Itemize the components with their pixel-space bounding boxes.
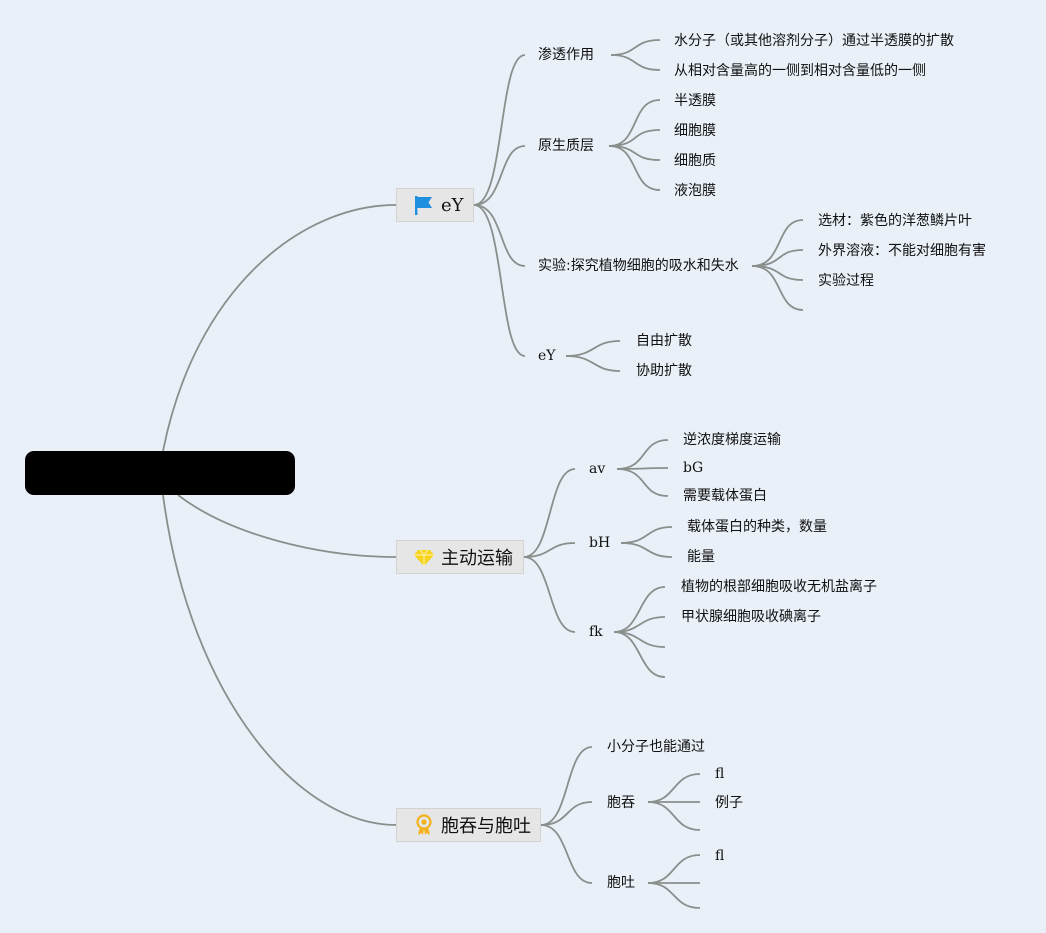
- connector-line: [751, 265, 804, 281]
- connector-line: [751, 249, 804, 267]
- node-exo-item-1[interactable]: fl: [715, 848, 725, 864]
- node-osmosis-item-1[interactable]: 水分子（或其他溶剂分子）通过半透膜的扩散: [674, 33, 954, 49]
- connector-line: [473, 145, 526, 206]
- connector-line: [608, 129, 661, 147]
- node-experiment[interactable]: 实验:探究植物细胞的吸水和失水: [538, 258, 739, 274]
- root-topic[interactable]: [25, 451, 295, 495]
- connector-line: [616, 468, 669, 497]
- node-osmosis[interactable]: 渗透作用: [538, 47, 594, 63]
- node-fk-item-1[interactable]: 植物的根部细胞吸收无机盐离子: [681, 579, 877, 595]
- connector-line: [610, 39, 661, 56]
- medal-icon: [413, 814, 435, 836]
- connector-line: [540, 746, 593, 826]
- connector-line: [608, 145, 661, 161]
- connector-line: [610, 54, 661, 71]
- node-endocytosis[interactable]: 胞吞: [607, 795, 635, 811]
- node-protoplast[interactable]: 原生质层: [538, 138, 594, 154]
- node-passive[interactable]: eY: [538, 348, 556, 364]
- connector-root-t3: [162, 494, 397, 826]
- connector-line: [523, 556, 576, 633]
- connector-line: [647, 882, 701, 909]
- connector-line: [473, 54, 526, 206]
- topic-ey[interactable]: eY: [396, 188, 474, 222]
- node-endo-item-2[interactable]: 例子: [715, 795, 743, 811]
- node-bh[interactable]: bH: [589, 535, 611, 551]
- topic-active-transport[interactable]: 主动运输: [396, 540, 524, 574]
- connector-line: [647, 801, 701, 831]
- node-av-item-3[interactable]: 需要载体蛋白: [683, 488, 767, 504]
- connector-line: [751, 265, 804, 311]
- node-protoplast-item-1[interactable]: 半透膜: [674, 93, 716, 109]
- node-fk[interactable]: fk: [589, 624, 603, 640]
- node-small-molecules[interactable]: 小分子也能通过: [607, 739, 705, 755]
- node-experiment-item-1[interactable]: 选材：紫色的洋葱鳞片叶: [818, 213, 972, 229]
- connector-line: [523, 468, 576, 558]
- connector-line: [620, 526, 673, 544]
- connector-line: [751, 219, 804, 267]
- node-exocytosis[interactable]: 胞吐: [607, 875, 635, 891]
- node-av-item-1[interactable]: 逆浓度梯度运输: [683, 432, 781, 448]
- node-experiment-item-3[interactable]: 实验过程: [818, 273, 874, 289]
- topic-endocytosis-exocytosis-label: 胞吞与胞吐: [441, 816, 531, 837]
- blue-flag-icon: [413, 194, 435, 216]
- connector-line: [523, 542, 576, 558]
- node-protoplast-item-4[interactable]: 液泡膜: [674, 183, 716, 199]
- node-bh-item-1[interactable]: 载体蛋白的种类，数量: [687, 519, 827, 535]
- connector-line: [647, 773, 701, 803]
- topic-active-transport-label: 主动运输: [441, 548, 513, 569]
- connector-line: [565, 355, 621, 372]
- node-endo-item-1[interactable]: fl: [715, 766, 725, 782]
- connector-line: [613, 586, 666, 633]
- node-bh-item-2[interactable]: 能量: [687, 549, 715, 565]
- connector-line: [608, 99, 661, 147]
- connector-root-t1: [162, 204, 397, 452]
- node-osmosis-item-2[interactable]: 从相对含量高的一侧到相对含量低的一侧: [674, 63, 926, 79]
- node-av[interactable]: av: [589, 461, 606, 477]
- topic-endocytosis-exocytosis[interactable]: 胞吞与胞吐: [396, 808, 541, 842]
- topic-ey-label: eY: [441, 194, 464, 216]
- node-fk-item-2[interactable]: 甲状腺细胞吸收碘离子: [681, 609, 821, 625]
- node-protoplast-item-3[interactable]: 细胞质: [674, 153, 716, 169]
- connector-line: [613, 631, 666, 678]
- node-passive-item-1[interactable]: 自由扩散: [636, 333, 692, 349]
- connector-line: [647, 854, 701, 884]
- connector-root-t2: [177, 494, 397, 558]
- connector-line: [473, 204, 526, 267]
- connector-line: [540, 801, 593, 826]
- connector-line: [473, 204, 526, 357]
- node-passive-item-2[interactable]: 协助扩散: [636, 363, 692, 379]
- node-protoplast-item-2[interactable]: 细胞膜: [674, 123, 716, 139]
- connector-line: [608, 145, 661, 191]
- connector-line: [540, 824, 593, 884]
- node-experiment-item-2[interactable]: 外界溶液：不能对细胞有害: [818, 243, 986, 259]
- connector-line: [565, 340, 621, 357]
- connector-line: [620, 542, 673, 558]
- node-av-item-2[interactable]: bG: [683, 460, 704, 476]
- connector-line: [616, 439, 669, 470]
- connector-lines: [162, 39, 804, 909]
- gem-icon: [413, 546, 435, 568]
